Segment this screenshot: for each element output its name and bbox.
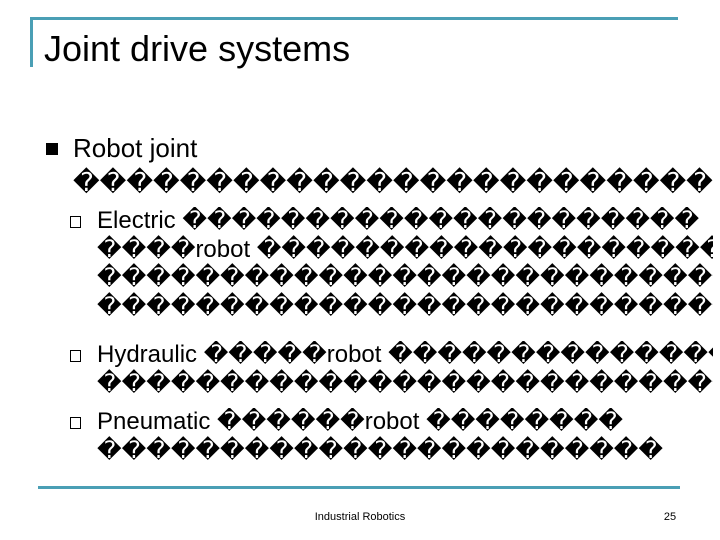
square-bullet-icon bbox=[46, 143, 58, 155]
sub-bullet-line: ���������������������������������� bbox=[97, 369, 713, 397]
sub-bullet-line: Pneumatic ������robot �������� bbox=[97, 408, 623, 435]
sub-bullet-electric: Electric ��������������������� ����robot… bbox=[97, 207, 713, 321]
hollow-square-bullet-icon bbox=[70, 216, 81, 228]
sub-bullet-line: Electric ��������������������� bbox=[97, 207, 700, 234]
sub-bullet-line: �������������������������� bbox=[97, 264, 713, 291]
sub-bullet-pneumatic: Pneumatic ������robot �������� ���������… bbox=[97, 408, 713, 465]
footer-title: Industrial Robotics bbox=[314, 511, 406, 523]
hollow-square-bullet-icon bbox=[70, 417, 81, 429]
sub-bullet-line: ������������������������������ bbox=[97, 292, 713, 320]
main-bullet-line-2: �������������������������� bbox=[73, 167, 713, 197]
title-left-rule bbox=[30, 17, 33, 67]
slide-title: Joint drive systems bbox=[44, 28, 351, 69]
hollow-square-bullet-icon bbox=[70, 350, 81, 362]
main-bullet-text: Robot joint �������������������������� bbox=[73, 131, 713, 199]
sub-bullet-line: Hydraulic �����robot �������������� bbox=[97, 341, 713, 368]
title-top-rule bbox=[30, 17, 678, 20]
main-bullet-line-1: Robot joint bbox=[73, 133, 198, 163]
footer-rule bbox=[38, 486, 680, 489]
page-number: 25 bbox=[663, 511, 677, 523]
sub-bullet-line: ����robot �������������������� bbox=[97, 235, 713, 263]
sub-bullet-hydraulic: Hydraulic �����robot �������������� ����… bbox=[97, 341, 713, 398]
sub-bullet-line: ����������������������� bbox=[97, 436, 664, 464]
